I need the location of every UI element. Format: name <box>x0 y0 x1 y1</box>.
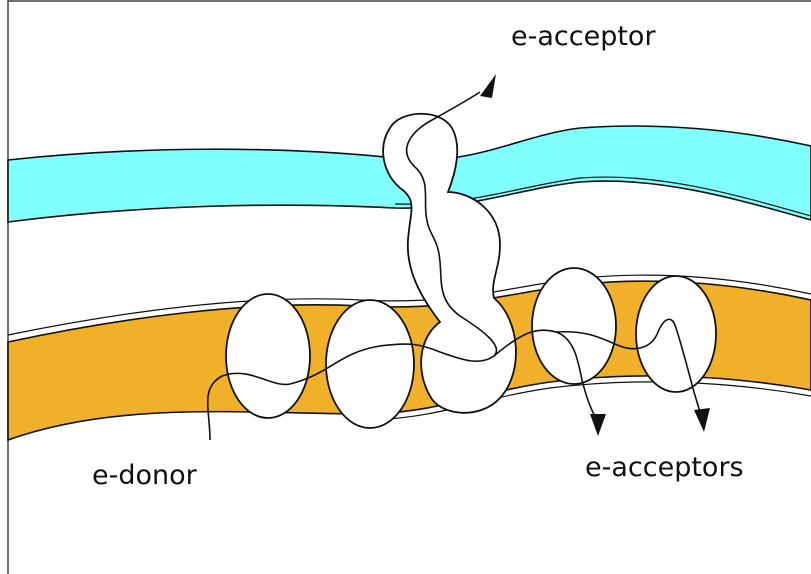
label-top-acceptor: e-acceptor <box>511 21 656 52</box>
protein-complex-1 <box>226 294 310 418</box>
protein-complex-4 <box>532 268 616 384</box>
label-donor: e-donor <box>92 460 197 491</box>
label-acceptors: e-acceptors <box>585 452 744 483</box>
protein-complex-2 <box>326 300 414 428</box>
arrow-icon <box>590 414 606 436</box>
arrow-icon <box>480 74 496 98</box>
arrow-icon <box>694 408 710 432</box>
protein-complex-5 <box>636 276 716 392</box>
